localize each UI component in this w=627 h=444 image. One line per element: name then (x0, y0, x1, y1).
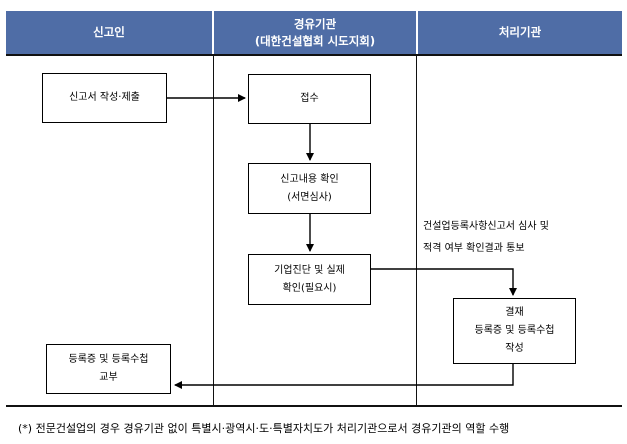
review-notice-line-1: 건설업등록사항신고서 심사 및 (423, 221, 549, 232)
header-intermediary-label: 경유기관 (293, 16, 337, 31)
step-issue-sublabel: 교부 (99, 372, 118, 383)
step-submit-box: 신고서 작성·제출 (42, 73, 167, 123)
step-receive-label: 접수 (300, 93, 319, 104)
step-approval-sublabel-1: 등록증 및 등록수첩 (474, 325, 555, 336)
step-issue-box: 등록증 및 등록수첩 교부 (46, 344, 171, 394)
header-intermediary: 경유기관 (대한건설협회 시도지회) (214, 11, 416, 54)
step-receive-box: 접수 (248, 74, 371, 124)
arrow-diagnosis-to-approval (371, 268, 517, 296)
review-notice-line-2: 적격 여부 확인결과 통보 (423, 243, 525, 254)
step-diagnosis-box: 기업진단 및 실제 확인(필요시) (248, 254, 371, 305)
footnote: (*) 전문건설업의 경우 경유기관 없이 특별시·광역시·도·특별자치도가 처… (18, 422, 510, 435)
header-divider-line (6, 54, 622, 56)
step-confirm-sublabel: (서면심사) (287, 191, 332, 203)
review-notice-text: 건설업등록사항신고서 심사 및 적격 여부 확인결과 통보 (423, 216, 549, 260)
header-intermediary-sublabel: (대한건설협회 시도지회) (254, 33, 376, 48)
header-reporter-label: 신고인 (93, 25, 125, 39)
arrow-approval-to-issue (174, 364, 514, 389)
step-submit-label: 신고서 작성·제출 (69, 92, 140, 103)
step-confirm-label: 신고내용 확인 (280, 173, 339, 185)
bottom-divider-line (6, 405, 622, 407)
step-approval-sublabel-2: 작성 (505, 343, 524, 354)
step-diagnosis-label: 기업진단 및 실제 (274, 264, 345, 276)
step-diagnosis-sublabel: 확인(필요시) (282, 282, 337, 294)
header-reporter: 신고인 (6, 11, 212, 54)
step-approval-label: 결재 (505, 307, 524, 318)
lane-divider-right (416, 56, 417, 407)
step-confirm-box: 신고내용 확인 (서면심사) (248, 163, 371, 214)
lane-divider-left (213, 56, 214, 407)
header-processor-label: 처리기관 (498, 25, 542, 39)
header-processor: 처리기관 (418, 11, 622, 54)
step-approval-box: 결재 등록증 및 등록수첩 작성 (453, 298, 576, 364)
step-issue-label: 등록증 및 등록수첩 (68, 354, 149, 365)
